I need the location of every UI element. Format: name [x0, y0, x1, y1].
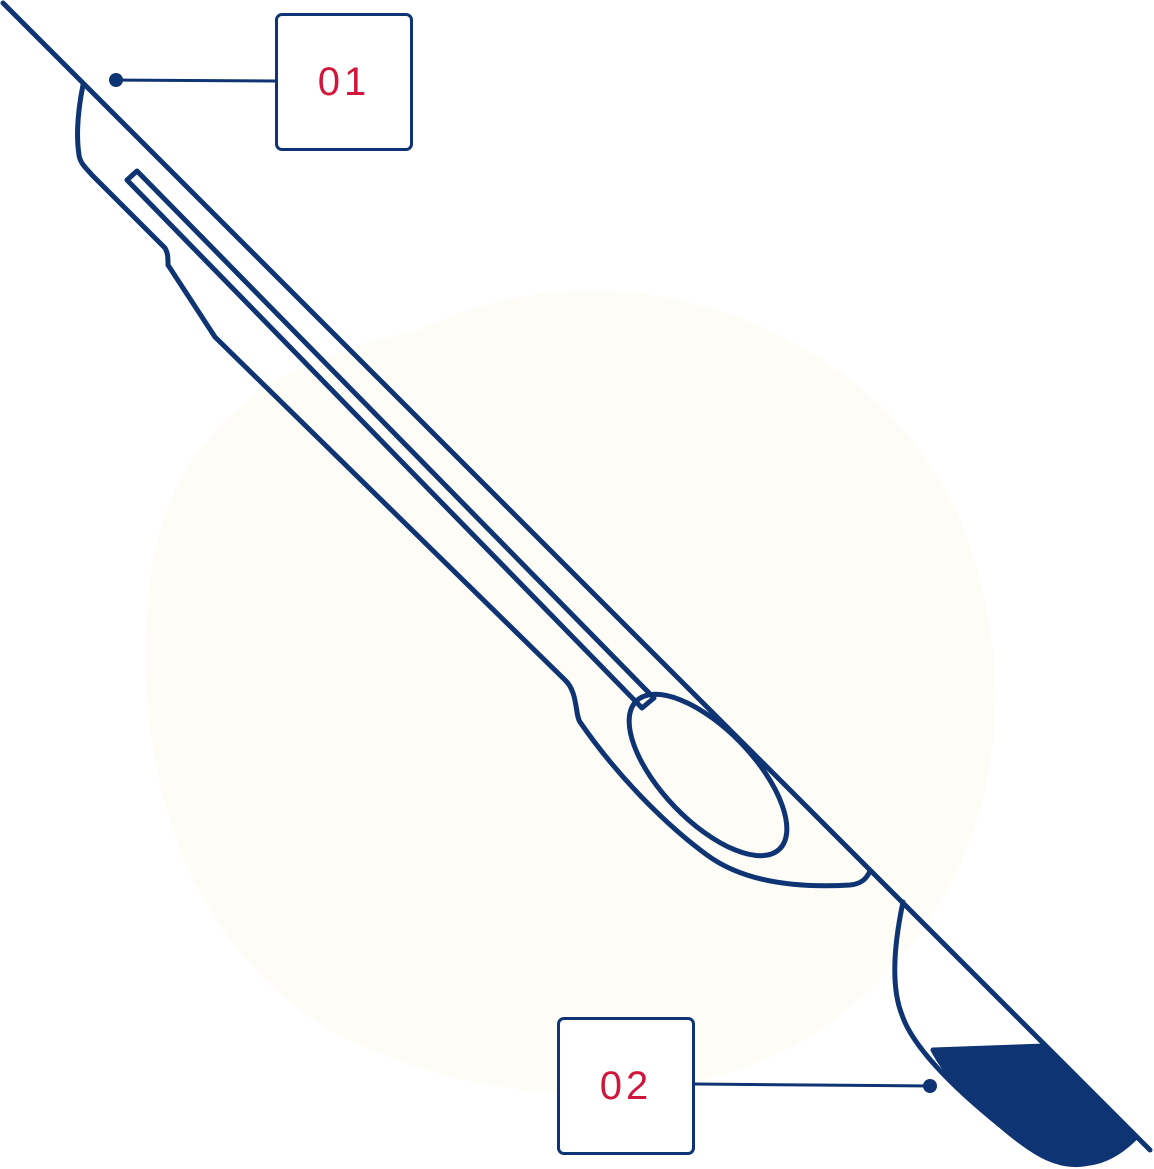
- callout-01-dot: [109, 73, 123, 87]
- callout-01-leader: [115, 78, 276, 83]
- callout-02-leader: [694, 1082, 931, 1088]
- blade-tip-fill: [930, 1043, 1136, 1167]
- callout-label-01: 01: [317, 60, 371, 104]
- callout-label-02: 02: [599, 1064, 653, 1108]
- scalpel-handle-outline: [75, 82, 873, 889]
- callout-box-02: 02: [557, 1017, 695, 1155]
- callout-box-01: 01: [275, 13, 413, 151]
- handle-oval-grip: [626, 691, 790, 859]
- handle-slot: [124, 168, 657, 711]
- callout-02-dot: [923, 1079, 937, 1093]
